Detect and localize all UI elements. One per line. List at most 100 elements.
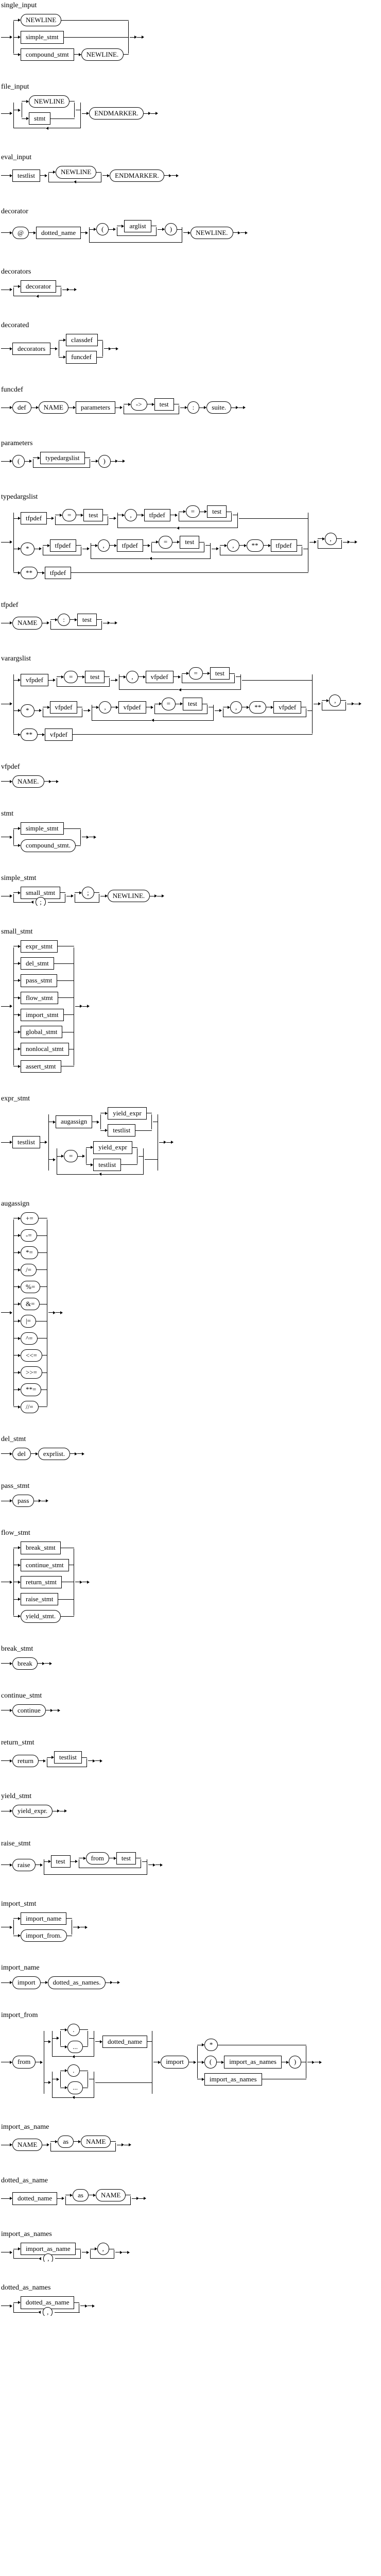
terminal-box: =	[63, 670, 78, 683]
rail-connector	[175, 702, 183, 706]
rail-connector	[315, 2060, 322, 2064]
rail-connector	[47, 517, 55, 520]
terminal-box: =	[161, 698, 176, 710]
entry-rail	[1, 1006, 5, 1007]
rail-line	[233, 232, 238, 233]
rail-connector	[13, 1064, 21, 1068]
sequence: from....dotted_name....import*(import_as…	[12, 2023, 307, 2101]
bypass-rail	[154, 710, 208, 717]
terminal-box: NEWLINE.	[190, 226, 233, 239]
rail-line	[61, 1616, 74, 1617]
arrowhead-icon	[18, 1353, 21, 1357]
rail-line	[124, 54, 129, 55]
rail-connector	[150, 112, 158, 115]
arrowhead-icon	[159, 702, 162, 706]
rail-connector	[5, 779, 12, 783]
sequence: (typedargslist)	[12, 451, 111, 471]
terminal-box: ,	[125, 509, 137, 521]
rail-line	[56, 676, 61, 677]
arrowhead-icon	[61, 675, 64, 679]
rail-connector	[56, 675, 64, 679]
choice-branch: ....	[44, 2064, 153, 2101]
rail-line	[86, 1147, 91, 1148]
arrowhead-icon	[162, 894, 165, 898]
nonterminal-box: import_name	[21, 1912, 67, 1925]
nonterminal-box: stmt	[29, 112, 51, 125]
rail-connector	[130, 36, 137, 39]
arrowhead-icon	[201, 2060, 204, 2064]
arrowhead-left-icon	[149, 557, 152, 560]
arrowhead-icon	[55, 2140, 58, 2143]
bypass-rail	[220, 552, 302, 558]
terminal-box: suite.	[206, 401, 232, 414]
choice-branch: //=	[13, 1400, 47, 1413]
rail-connector	[146, 705, 153, 709]
nonterminal-box: vfpdef	[49, 701, 78, 714]
arrowhead-icon	[18, 891, 21, 894]
rail-line	[75, 892, 80, 893]
arrowhead-icon	[178, 675, 181, 679]
rail-line	[96, 357, 103, 358]
rail-line	[100, 1130, 106, 1131]
rule-name: del_stmt	[1, 1435, 26, 1443]
arrowhead-icon	[142, 36, 145, 39]
rail-line	[239, 545, 244, 546]
arrowhead-icon	[150, 705, 153, 709]
rail-connector	[52, 2077, 60, 2081]
terminal-box: NAME.	[12, 775, 44, 788]
rail-connector	[178, 510, 186, 514]
terminal-box: ,	[324, 532, 337, 545]
arrowhead-icon	[82, 1155, 85, 1158]
rail-connector	[13, 1285, 21, 1289]
optional-group: (arglist)	[89, 219, 183, 246]
rail-connector	[60, 2086, 68, 2090]
choice-branch: testlist	[100, 1124, 152, 1137]
rail-line	[89, 229, 94, 230]
sequence: small_stmt;;NEWLINE.	[12, 886, 150, 906]
rail-line	[102, 175, 108, 176]
rail-connector	[55, 513, 63, 517]
bypass-rail	[151, 549, 205, 555]
optional-item: typedargslist	[33, 451, 90, 464]
rail-line	[171, 175, 176, 176]
rail-connector	[5, 2250, 12, 2254]
rail-line	[79, 2029, 89, 2030]
rail-connector	[13, 1302, 21, 1306]
arrowhead-icon	[10, 112, 12, 115]
rule-name: funcdef	[1, 385, 23, 394]
rail-connector	[5, 621, 12, 625]
terminal-box: ENDMARKER.	[89, 107, 144, 120]
rail-line	[39, 1760, 44, 1761]
arrowhead-icon	[51, 517, 55, 520]
loop-return-rail	[117, 524, 238, 531]
loop-item: small_stmt	[13, 886, 66, 899]
rail-connector	[220, 544, 228, 547]
choice-branch: continue_stmt	[13, 1558, 74, 1571]
sequence: ,**vfpdef	[230, 701, 302, 714]
arrowhead-icon	[88, 709, 91, 713]
rail-connector	[5, 2197, 12, 2200]
rail-line	[82, 1006, 87, 1007]
rail-line	[109, 545, 114, 546]
rail-connector	[212, 547, 219, 551]
arrowhead-icon	[48, 1860, 51, 1863]
rail-connector	[13, 1580, 21, 1584]
rail-connector	[56, 1155, 64, 1158]
nonterminal-box: import_as_names	[204, 2073, 262, 2086]
sequence: =test	[158, 536, 200, 549]
optional-group: ->test	[123, 398, 179, 417]
arrowhead-icon	[18, 1371, 21, 1375]
loop-return-rail	[52, 2094, 95, 2101]
rail-line	[72, 734, 313, 735]
arrowhead-icon	[79, 891, 82, 894]
rail-connector	[68, 406, 76, 410]
rail-connector	[188, 2060, 196, 2064]
rail-line	[57, 980, 74, 981]
